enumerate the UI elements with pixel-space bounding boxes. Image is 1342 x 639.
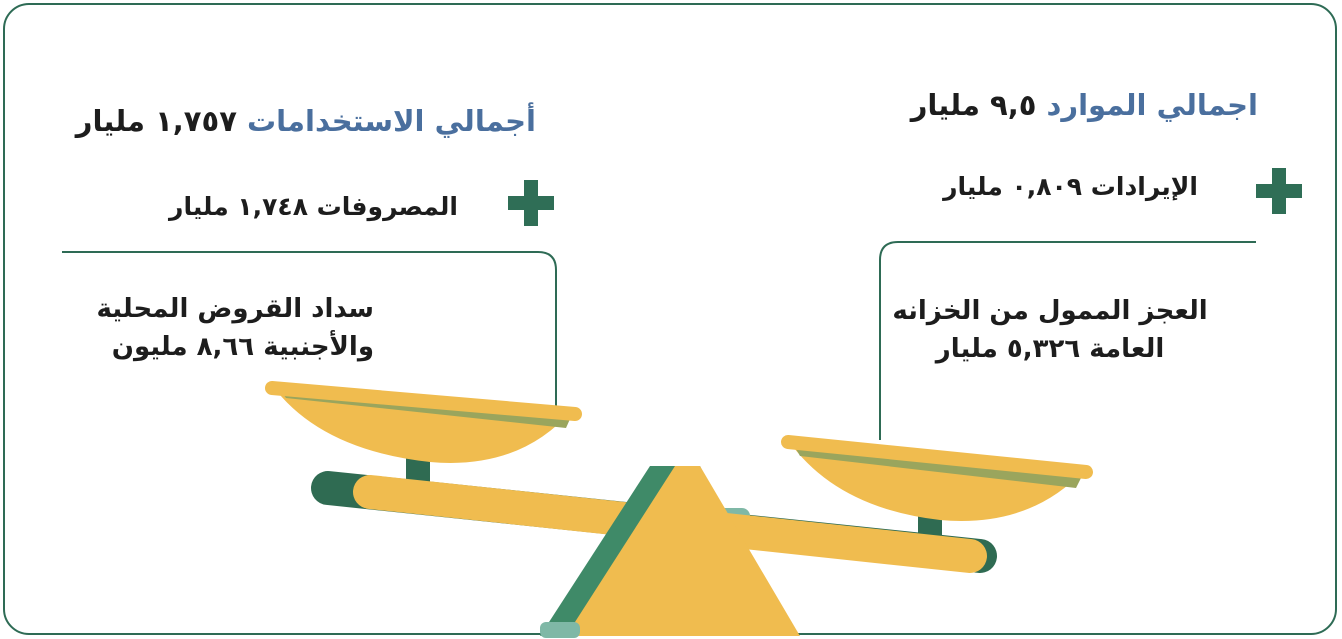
right-item-text: الإيرادات ٠,٨٠٩ مليار <box>943 172 1198 201</box>
left-callout-line <box>62 251 557 410</box>
left-note: سداد القروض المحلية والأجنبية ٨,٦٦ مليون <box>96 294 374 362</box>
left-item-text: المصروفات ١,٧٤٨ مليار <box>169 192 458 221</box>
right-total-label: اجمالي الموارد <box>1046 88 1258 122</box>
right-plus-icon <box>1256 168 1302 214</box>
right-pan-rim <box>781 435 1093 479</box>
left-total-heading: أجمالي الاستخدامات ١,٧٥٧ مليار <box>76 104 536 138</box>
left-total-value: ١,٧٥٧ مليار <box>75 104 237 138</box>
left-total-label: أجمالي الاستخدامات <box>247 104 536 138</box>
left-pan-rim <box>265 381 582 421</box>
right-callout-line <box>879 241 1256 440</box>
right-note: العجز الممول من الخزانه العامة ٥,٣٢٦ ملي… <box>892 296 1208 364</box>
stand-foot-left <box>540 622 580 638</box>
right-total-heading: اجمالي الموارد ٩,٥ مليار <box>911 88 1258 122</box>
stand-front <box>566 466 800 636</box>
right-total-value: ٩,٥ مليار <box>910 88 1037 122</box>
left-plus-icon <box>508 180 554 226</box>
